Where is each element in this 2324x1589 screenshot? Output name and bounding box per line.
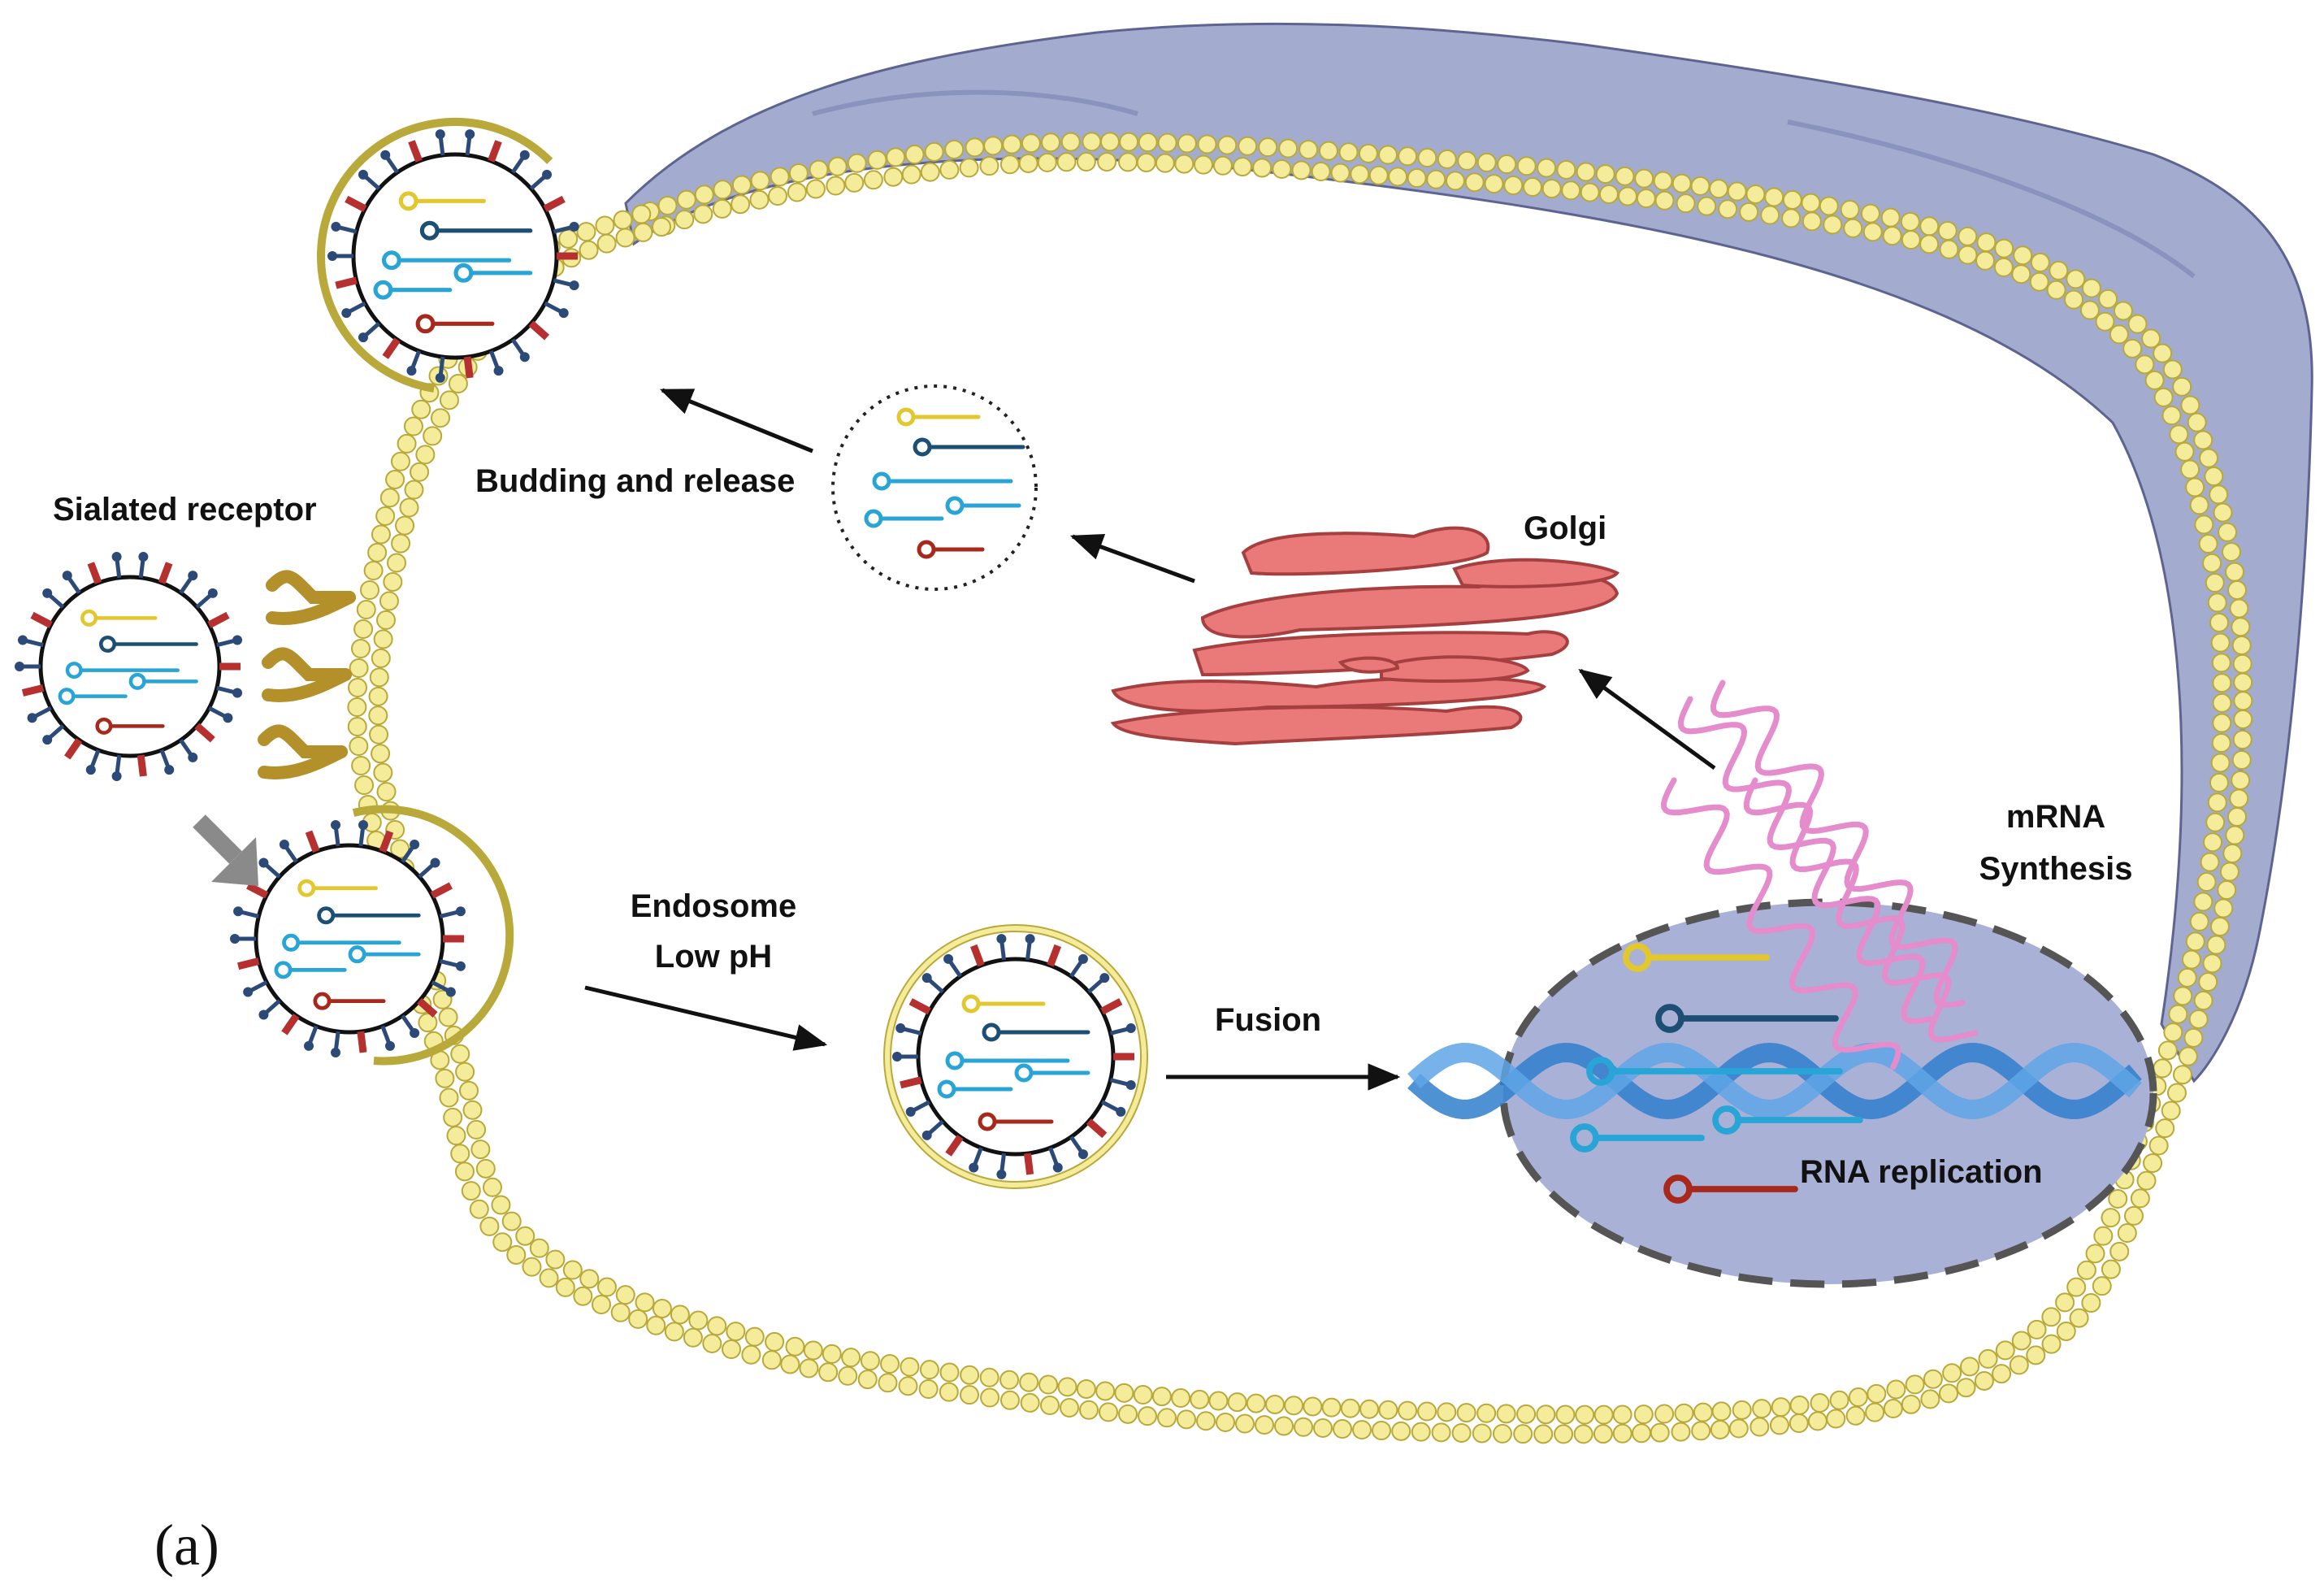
cytoplasm-shadow <box>624 22 2313 1083</box>
label-synthesis: Synthesis <box>1979 851 2133 887</box>
arrow-to-endosome <box>584 985 828 1051</box>
label-low-ph: Low pH <box>655 939 772 975</box>
cytoplasm-fold-2 <box>1787 119 2196 279</box>
entry-arrow <box>193 814 258 886</box>
panel-label: (a) <box>154 1513 219 1578</box>
dna-helix <box>1407 1042 2142 1120</box>
virion-entering <box>230 805 514 1066</box>
arrow-to-budding <box>659 388 813 454</box>
sialated-receptors <box>258 570 356 779</box>
assembly-vesicle <box>831 384 1038 591</box>
label-fusion: Fusion <box>1215 1002 1321 1038</box>
virion-endosome <box>883 924 1148 1189</box>
virion-free <box>15 551 243 782</box>
label-endosome: Endosome <box>631 888 796 924</box>
cell-membrane <box>347 132 2253 1444</box>
label-budding-release: Budding and release <box>475 463 795 499</box>
label-mrna: mRNA <box>2006 799 2105 835</box>
label-sialated-receptor: Sialated receptor <box>53 492 317 527</box>
arrow-mrna-to-golgi <box>1578 668 1716 771</box>
nucleus <box>1407 898 2157 1288</box>
arrow-golgi-to-vesicle <box>1069 533 1195 584</box>
virion-budding <box>317 118 579 393</box>
mrna-strands <box>1660 679 1979 1070</box>
nucleus-rna-strands <box>1570 943 1863 1204</box>
golgi-apparatus <box>1110 526 1619 746</box>
pathway-arrows <box>584 388 1716 1091</box>
label-rna-replication: RNA replication <box>1800 1154 2043 1190</box>
cytoplasm-fold-1 <box>812 89 1138 116</box>
label-golgi: Golgi <box>1524 510 1606 546</box>
